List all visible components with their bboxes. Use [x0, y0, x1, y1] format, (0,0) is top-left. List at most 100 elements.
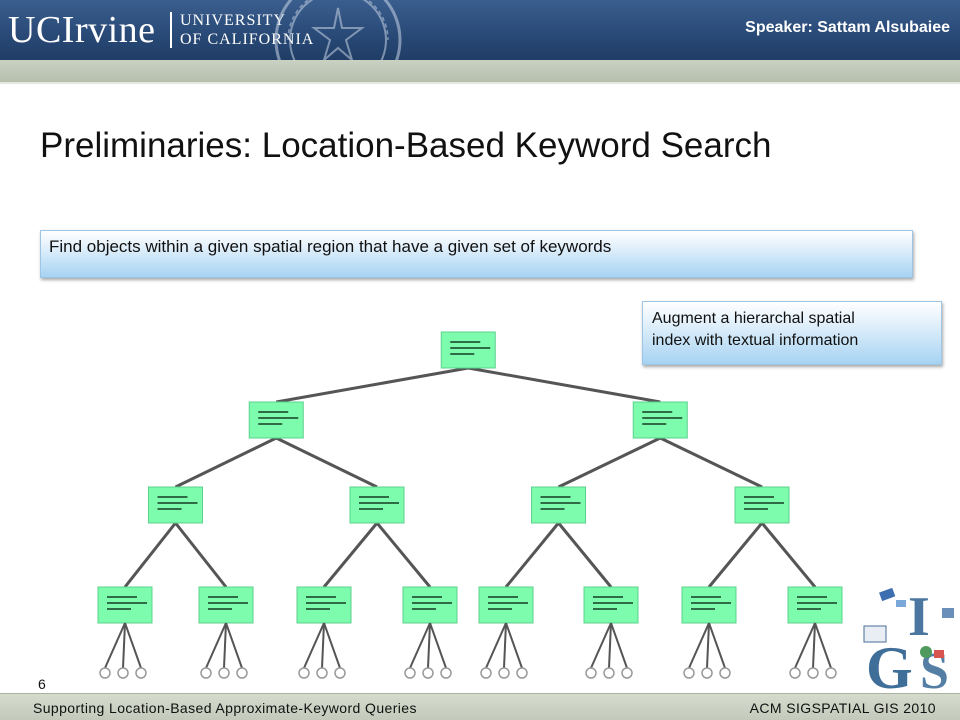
tree-edge — [322, 522, 379, 588]
slide-title: Preliminaries: Location-Based Keyword Se… — [40, 126, 772, 165]
object-edge — [303, 622, 325, 669]
tree-node — [681, 586, 737, 624]
tree-node — [198, 586, 254, 624]
uc-logo-text: University of California — [180, 11, 330, 49]
uc-logo-line2: of California — [180, 31, 315, 48]
tree-edge — [557, 436, 661, 489]
tree-node-box — [402, 586, 458, 624]
spatial-object — [825, 667, 837, 679]
tree-node — [531, 486, 586, 524]
tree-node — [148, 486, 203, 524]
spatial-object — [621, 667, 633, 679]
header-banner: UCIrvine University of California Speake… — [0, 0, 960, 60]
object-edge — [409, 622, 431, 669]
tree-edge — [174, 522, 228, 588]
object-edge — [429, 622, 447, 669]
tree-edge — [123, 522, 177, 588]
object-edge — [708, 622, 726, 669]
object-edge — [485, 622, 507, 669]
tree-node-box — [148, 486, 203, 524]
object-edge — [590, 622, 612, 669]
tree-node-box — [296, 586, 352, 624]
tree-node — [583, 586, 639, 624]
object-edge — [321, 622, 325, 669]
tree-edge — [174, 436, 277, 489]
spatial-object — [218, 667, 230, 679]
object-edge — [223, 622, 227, 669]
spatial-object — [807, 667, 819, 679]
spatial-object — [316, 667, 328, 679]
page-number: 6 — [38, 676, 46, 692]
tree-objects — [99, 622, 837, 679]
tree-node-box — [531, 486, 586, 524]
tree-node-box — [440, 331, 496, 369]
header-subband-line — [0, 82, 960, 84]
tree-node-box — [787, 586, 843, 624]
spatial-object — [99, 667, 111, 679]
tree-edge — [375, 522, 432, 588]
spatial-object — [480, 667, 492, 679]
gis-logo-icon: I G S — [863, 586, 954, 692]
spatial-object — [498, 667, 510, 679]
tree-edge — [275, 436, 378, 489]
tree-edge — [659, 436, 763, 489]
spatial-object — [683, 667, 695, 679]
tree-node — [349, 486, 405, 524]
tree-node — [787, 586, 843, 624]
object-edge — [688, 622, 710, 669]
tree-node — [440, 331, 496, 369]
spatial-object — [603, 667, 615, 679]
tree-node-box — [97, 586, 153, 624]
footer-venue: ACM SIGSPATIAL GIS 2010 — [749, 700, 936, 716]
object-edge — [706, 622, 710, 669]
definition-text: Find objects within a given spatial regi… — [49, 237, 612, 256]
spatial-object — [422, 667, 434, 679]
tree-node-box — [734, 486, 790, 524]
approach-text-line2: index with textual information — [652, 332, 859, 349]
object-edge — [122, 622, 126, 669]
spatial-object — [701, 667, 713, 679]
tree-node-box — [478, 586, 534, 624]
tree-node-box — [632, 401, 688, 439]
object-edge — [225, 622, 243, 669]
uc-logo-line1: University — [180, 12, 286, 29]
tree-node — [734, 486, 790, 524]
svg-text:G: G — [866, 635, 913, 692]
definition-callout: Find objects within a given spatial regi… — [40, 230, 913, 278]
tree-node-box — [198, 586, 254, 624]
logo-divider — [170, 12, 172, 48]
svg-text:I: I — [908, 586, 930, 648]
object-edge — [104, 622, 126, 669]
spatial-object — [135, 667, 147, 679]
spatial-object — [516, 667, 528, 679]
object-edge — [794, 622, 816, 669]
spatial-object — [236, 667, 248, 679]
spatial-object — [298, 667, 310, 679]
tree-edge — [467, 366, 661, 404]
header-subband — [0, 60, 960, 82]
object-edge — [812, 622, 816, 669]
object-edge — [505, 622, 523, 669]
object-edge — [503, 622, 507, 669]
tree-node — [632, 401, 688, 439]
tree-nodes — [97, 331, 843, 624]
footer-paper-title: Supporting Location-Based Approximate-Ke… — [33, 700, 417, 716]
university-seal-icon — [274, 0, 402, 60]
tree-edge — [275, 366, 469, 404]
tree-edge — [707, 522, 764, 588]
tree-edge — [760, 522, 817, 588]
object-edge — [205, 622, 227, 669]
object-edge — [814, 622, 832, 669]
tree-edge — [557, 522, 613, 588]
approach-text-line1: Augment a hierarchal spatial — [652, 310, 855, 327]
tree-node-box — [583, 586, 639, 624]
object-edge — [610, 622, 628, 669]
tree-node — [478, 586, 534, 624]
tree-node-box — [248, 401, 304, 439]
tree-node-box — [349, 486, 405, 524]
spatial-object — [719, 667, 731, 679]
spatial-object — [440, 667, 452, 679]
tree-node — [248, 401, 304, 439]
tree-edge — [504, 522, 560, 588]
